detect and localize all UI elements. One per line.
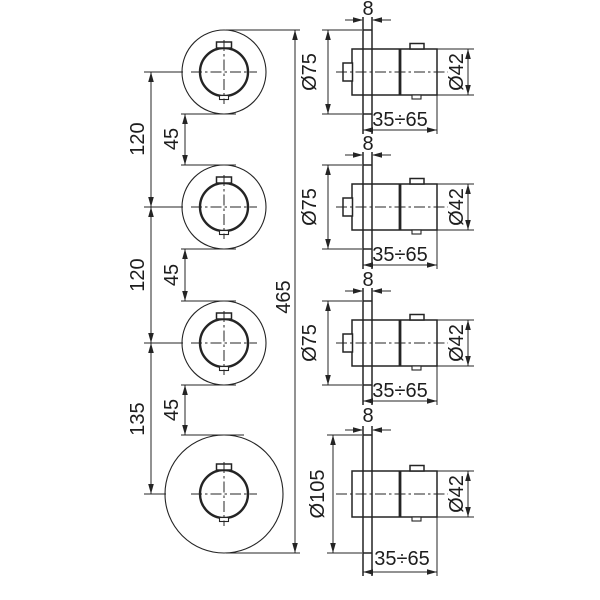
sv2-plate-diameter-label: Ø75 xyxy=(299,188,321,226)
sv2-handle-diameter-label: Ø42 xyxy=(446,188,468,226)
sv4-wall-thickness-label: 8 xyxy=(362,405,374,427)
sv1-wall-thickness-label: 8 xyxy=(362,0,374,20)
sv2-mounting-depth-label: 35÷65 xyxy=(372,244,428,266)
sv2-wall-thickness-label: 8 xyxy=(362,133,374,155)
side-views xyxy=(320,15,476,576)
front-knob-4 xyxy=(189,460,259,528)
sv3-mounting-depth-label: 35÷65 xyxy=(372,380,428,402)
front-knob-2 xyxy=(189,173,259,241)
sv3-handle-diameter-label: Ø42 xyxy=(446,324,468,362)
sv3-wall-thickness-label: 8 xyxy=(362,269,374,291)
side-view-4 xyxy=(327,426,474,576)
sv1-handle-diameter-label: Ø42 xyxy=(446,53,468,91)
sv4-handle-diameter-label: Ø42 xyxy=(446,475,468,513)
dim-label-center-distance-1: 120 xyxy=(127,122,149,156)
front-view-dimensions xyxy=(144,29,300,554)
sv1-mounting-depth-label: 35÷65 xyxy=(372,109,428,131)
dim-label-center-distance-3: 135 xyxy=(127,402,149,436)
sv4-plate-diameter-label: Ø105 xyxy=(307,469,329,519)
dim-label-gap-3: 45 xyxy=(161,398,183,422)
dim-label-gap-1: 45 xyxy=(161,127,183,151)
sv1-plate-diameter-label: Ø75 xyxy=(299,53,321,91)
front-knob-1 xyxy=(189,38,259,106)
dim-label-gap-2: 45 xyxy=(161,263,183,287)
dim-label-total-height: 465 xyxy=(273,280,295,314)
sv3-plate-diameter-label: Ø75 xyxy=(299,324,321,362)
front-knob-3 xyxy=(189,309,259,377)
front-plate-4 xyxy=(164,434,284,554)
sv4-mounting-depth-label: 35÷65 xyxy=(374,548,430,570)
dim-label-center-distance-2: 120 xyxy=(127,258,149,292)
